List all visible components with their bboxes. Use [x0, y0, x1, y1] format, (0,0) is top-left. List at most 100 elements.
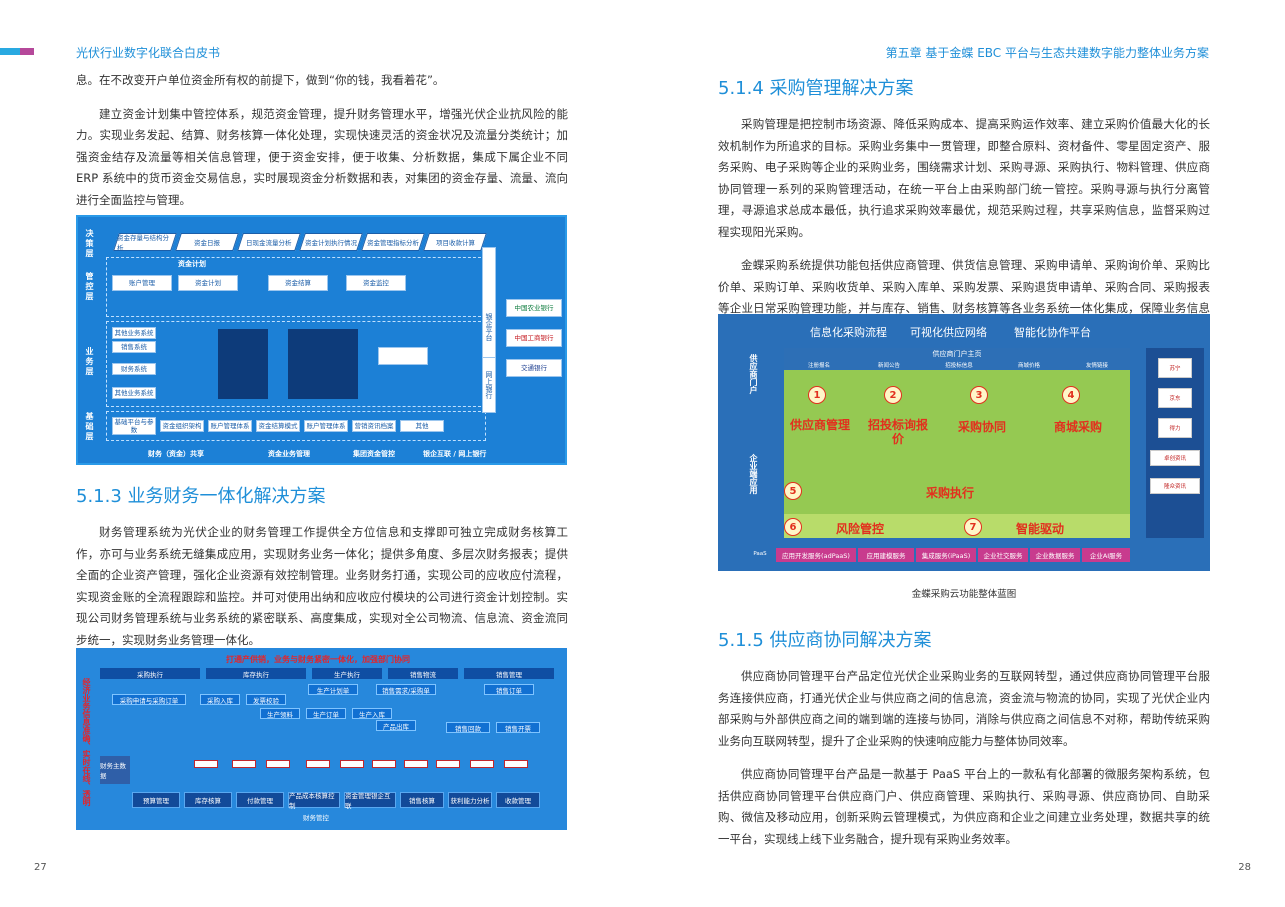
business-core-1	[218, 329, 268, 399]
head-sales: 销售管理	[464, 668, 554, 679]
partner-logo-1: 苏宁	[1158, 358, 1192, 378]
bank-logo-1: 中国农业银行	[506, 299, 562, 317]
right-page-number: 28	[1238, 862, 1251, 873]
base-item-2: 资金组织架构	[160, 420, 204, 432]
banner-text: 打通产供销，业务与财务紧密一体化，加强部门协同	[226, 655, 410, 664]
header-right-title: 第五章 基于金蝶 EBC 平台与生态共建数字能力整体业务方案	[885, 46, 1209, 60]
side-label-enterprise: 企业端应用	[749, 454, 758, 494]
right-paragraph-1: 采购管理是把控制市场资源、降低采购成本、提高采购运作效率、建立采购价值最大化的长…	[718, 117, 1210, 239]
block-number-5: 5	[784, 482, 802, 500]
bottom-item-4: 产品成本核算控制	[288, 792, 340, 810]
business-system-4: 其他业务系统	[112, 387, 156, 399]
left-paragraph-3: 财务管理系统为光伏企业的财务管理工作提供全方位信息和支撑即可独立完成财务核算工作…	[76, 525, 568, 647]
head-purchase: 采购执行	[100, 668, 200, 679]
side-online-bank: 网上银行	[482, 357, 496, 413]
control-item-3: 资金结算	[268, 275, 328, 291]
control-item-2: 资金计划	[178, 275, 238, 291]
finance-master-data: 财务主数据	[100, 756, 130, 784]
bottom-item-6: 销售核算	[400, 792, 444, 808]
left-vertical-label: 经济业务信息准确、实时在线、透明	[82, 678, 91, 806]
doc-tag-5	[340, 760, 364, 768]
row-label-base: 基础层	[85, 412, 94, 442]
flow-8: 生产订单	[306, 708, 346, 719]
portal-item-4: 商城价格	[994, 360, 1064, 370]
doc-tag-10	[504, 760, 528, 768]
flow-12: 销售开票	[496, 722, 540, 733]
top-item-4: 资金计划执行情况	[299, 233, 363, 251]
paas-item-3: 集成服务(iPaaS)	[916, 548, 976, 562]
portal-item-2: 新闻公告	[854, 360, 924, 370]
bottom-item-5: 资金管理银企互联	[344, 792, 396, 810]
paas-item-1: 应用开发服务(adPaaS)	[776, 548, 856, 562]
paas-item-6: 企业AI服务	[1082, 548, 1130, 562]
paas-item-4: 企业社交服务	[978, 548, 1028, 562]
block-number-2: 2	[884, 386, 902, 404]
flow-5: 销售需求/采购单	[376, 684, 436, 695]
doc-tag-4	[306, 760, 330, 768]
top-item-2: 资金日报	[175, 233, 239, 251]
doc-tag-8	[436, 760, 460, 768]
business-system-3: 财务系统	[112, 363, 156, 375]
flow-3: 发票校验	[246, 694, 286, 705]
side-label-portal: 供应商门户	[749, 354, 758, 394]
head-logistics: 销售物流	[388, 668, 458, 679]
control-item-1: 账户管理	[112, 275, 172, 291]
business-finance-diagram: 打通产供销，业务与财务紧密一体化，加强部门协同 采购执行 库存执行 生产执行 销…	[76, 648, 567, 830]
base-item-1: 基础平台与参数	[112, 417, 156, 435]
row-label-control: 管控层	[85, 272, 94, 302]
left-page: 息。在不改变开户单位资金所有权的前提下，做到“你的钱，我看着花”。 建立资金计划…	[76, 70, 568, 211]
left-page-lower: 5.1.3 业务财务一体化解决方案 财务管理系统为光伏企业的财务管理工作提供全方…	[76, 482, 568, 651]
block-number-4: 4	[1062, 386, 1080, 404]
base-item-4: 资金结算模式	[256, 420, 300, 432]
doc-tag-1	[194, 760, 218, 768]
section-title-515: 5.1.5 供应商协同解决方案	[718, 630, 932, 651]
head-inventory: 库存执行	[206, 668, 306, 679]
main-grid	[784, 348, 1130, 538]
bottom-item-1: 预算管理	[132, 792, 180, 808]
right-page-lower: 5.1.5 供应商协同解决方案 供应商协同管理平台产品定位光伏企业采购业务的互联…	[718, 626, 1210, 850]
top-title-1: 信息化采购流程	[810, 326, 887, 339]
block-label-4: 商城采购	[1054, 420, 1103, 434]
fund-management-diagram: 决策层 管控层 业务层 基础层 资金存量与结构分析 资金日报 日现金流量分析 资…	[76, 215, 567, 465]
portal-item-3: 招投标信息	[924, 360, 994, 370]
paas-label: PaaS	[753, 551, 767, 557]
business-core-2	[288, 329, 358, 399]
bottom-item-8: 收款管理	[496, 792, 540, 808]
flow-10: 产品出库	[376, 720, 416, 731]
procurement-cloud-diagram: 信息化采购流程 可视化供应网络 智能化协作平台 供应商门户 企业端应用 供应商门…	[718, 314, 1210, 571]
header-accent-blue	[0, 48, 20, 55]
plan-label: 资金计划	[178, 260, 206, 268]
section-title-513: 5.1.3 业务财务一体化解决方案	[76, 486, 326, 507]
partner-logo-2: 京东	[1158, 388, 1192, 408]
portal-item-1: 注册报名	[784, 360, 854, 370]
diagram-caption: 金蝶采购云功能整体蓝图	[911, 589, 1017, 600]
block-label-5: 采购执行	[926, 486, 975, 500]
business-system-2: 销售系统	[112, 341, 156, 353]
top-item-3: 日现金流量分析	[237, 233, 301, 251]
top-title-2: 可视化供应网络	[910, 326, 987, 339]
flow-2: 采购入库	[200, 694, 240, 705]
header-accent-pink	[20, 48, 34, 55]
logo-panel	[1146, 348, 1204, 538]
block-label-1: 供应商管理	[790, 418, 851, 432]
business-system-1: 其他业务系统	[112, 327, 156, 339]
block-number-6: 6	[784, 518, 802, 536]
footer-label-3: 集团资金管控	[353, 450, 395, 458]
flow-9: 生产入库	[352, 708, 392, 719]
base-item-7: 其他	[400, 420, 444, 432]
doc-tag-6	[372, 760, 396, 768]
doc-tag-9	[470, 760, 494, 768]
partner-logo-5: 隆众资讯	[1150, 478, 1200, 494]
left-page-number: 27	[34, 862, 47, 873]
row-label-business: 业务层	[85, 347, 94, 377]
bottom-item-7: 获利能力分析	[448, 792, 492, 808]
section-title-514: 5.1.4 采购管理解决方案	[718, 78, 914, 99]
block-number-1: 1	[808, 386, 826, 404]
paas-item-2: 应用建模服务	[858, 548, 914, 562]
finance-control-label: 财务管控	[303, 814, 329, 822]
block-number-7: 7	[964, 518, 982, 536]
flow-11: 销售回款	[446, 722, 490, 733]
block-label-3: 采购协同	[958, 420, 1007, 434]
top-title-3: 智能化协作平台	[1014, 326, 1091, 339]
sub-account	[378, 347, 428, 365]
